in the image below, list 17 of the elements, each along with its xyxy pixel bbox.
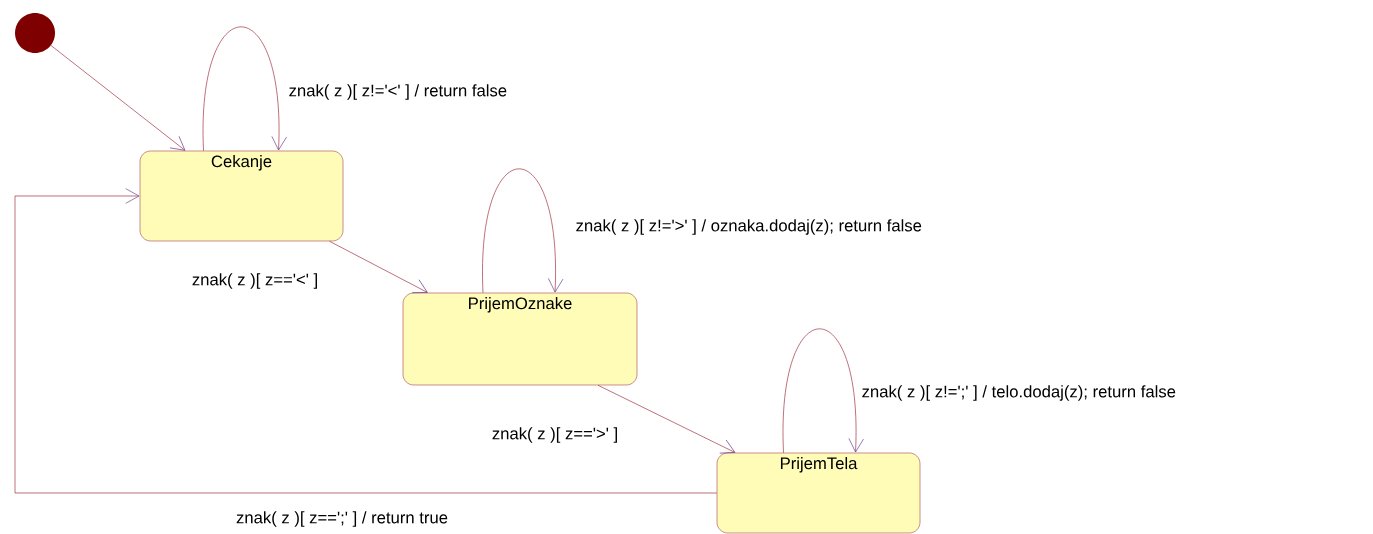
- transition-arrow: [783, 328, 864, 454]
- transition-arrow: [597, 384, 736, 454]
- edge-label: znak( z )[ z!=';' ] / telo.dodaj(z); return false: [860, 383, 1178, 403]
- transition-arrow: [50, 45, 186, 151]
- edge-label: znak( z )[ z=='>' ]: [490, 425, 620, 445]
- transition-arrow: [329, 240, 428, 294]
- edge-label: znak( z )[ z==';' ] / return true: [234, 509, 450, 529]
- edge-label: znak( z )[ z!='<' ] / return false: [287, 82, 509, 102]
- edge-label: znak( z )[ z=='<' ]: [190, 271, 320, 291]
- state-box: Cekanje: [139, 150, 344, 242]
- transition-arrow: [14, 188, 718, 494]
- state-box: PrijemTela: [716, 452, 921, 534]
- state-box: PrijemOznake: [402, 292, 638, 386]
- initial-state-dot: [15, 13, 55, 53]
- transition-arrow: [203, 26, 287, 152]
- transition-arrow: [482, 168, 564, 294]
- edge-label: znak( z )[ z!='>' ] / oznaka.dodaj(z); return false: [574, 217, 924, 237]
